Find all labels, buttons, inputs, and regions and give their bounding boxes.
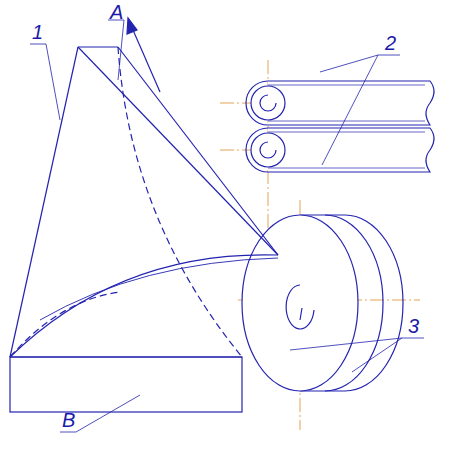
callout-label: 2 (385, 33, 396, 53)
callout-label: 1 (32, 22, 43, 42)
callout-label: 3 (408, 316, 419, 336)
callout-label: B (62, 410, 75, 430)
callout-label: A (110, 2, 123, 22)
